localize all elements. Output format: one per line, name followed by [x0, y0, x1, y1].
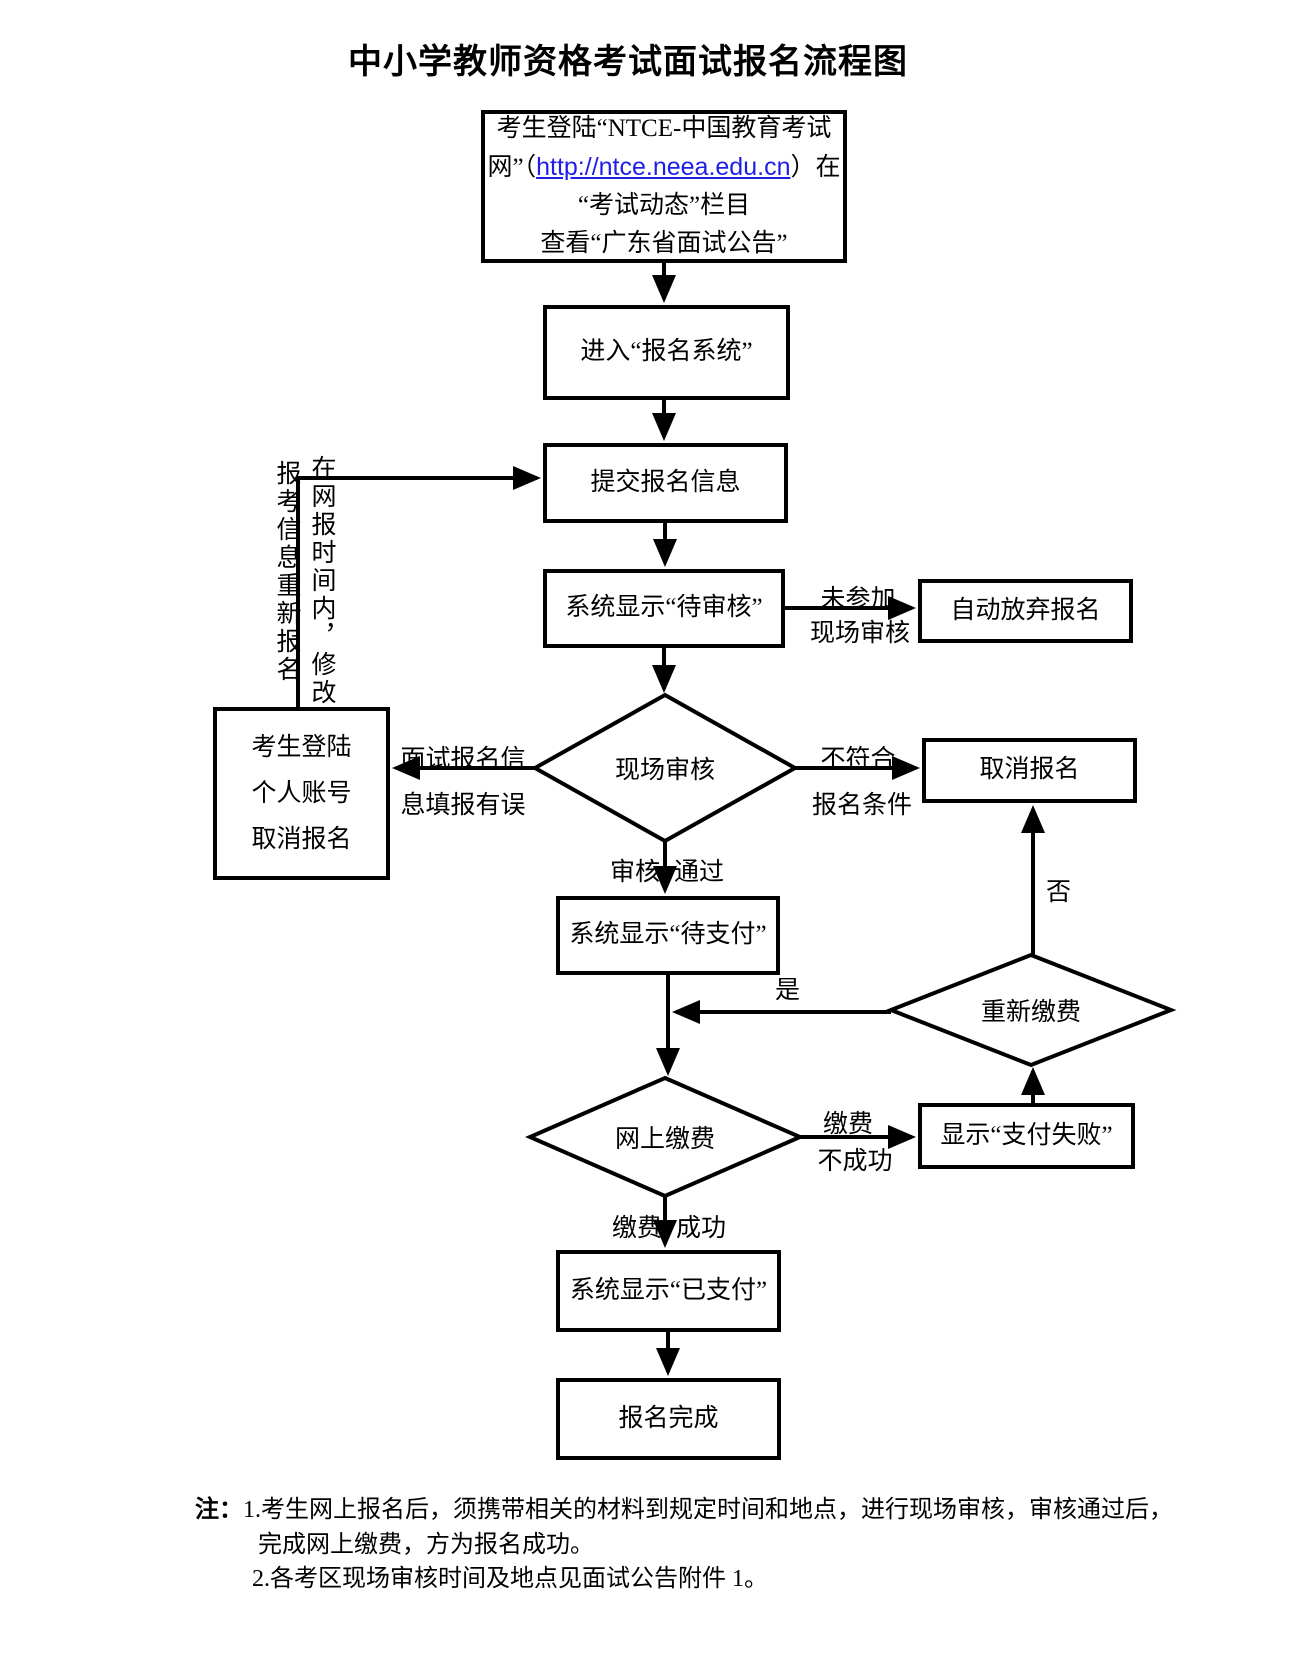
node-submit-info: 提交报名信息 [543, 443, 788, 523]
edge-label-not-qualified-1: 不符合 [820, 746, 896, 773]
onsite-review-label: 现场审核 [614, 757, 715, 784]
edge-label-pay-success-left: 缴费 [611, 1215, 662, 1242]
edge-label-pay-fail-2: 不成功 [817, 1148, 893, 1175]
repay-label: 重新缴费 [980, 999, 1081, 1026]
notes-item1-line1-text: 1.考生网上报名后，须携带相关的材料到规定时间和地点，进行现场审核，审核通过后， [243, 1497, 1173, 1523]
edge-label-info-error-1: 面试报名信 [400, 746, 526, 773]
complete-label: 报名完成 [618, 1404, 719, 1432]
edge-label-not-attended-2: 现场审核 [809, 620, 910, 647]
edge-label-pay-fail-1: 缴费 [822, 1111, 873, 1138]
arrow-reregister-loop [296, 466, 541, 709]
notes-prefix: 注： [195, 1497, 243, 1523]
node-payment-failed: 显示“支付失败” [918, 1103, 1135, 1169]
node-enter-system: 进入“报名系统” [543, 305, 790, 400]
node-pending-payment: 系统显示“待支付” [556, 896, 780, 975]
node-login-portal: 考生登陆“NTCE-中国教育考试 网”（http://ntce.neea.edu… [481, 110, 847, 263]
pending-review-label: 系统显示“待审核” [565, 594, 763, 622]
page-title: 中小学教师资格考试面试报名流程图 [348, 44, 908, 81]
node-paid: 系统显示“已支付” [556, 1250, 781, 1332]
cancel-registration-label: 取消报名 [979, 756, 1080, 784]
ntce-link[interactable]: http://ntce.neea.edu.cn [536, 153, 791, 181]
login-portal-line2-suffix: ）在 [790, 154, 841, 181]
paid-label: 系统显示“已支付” [569, 1276, 768, 1304]
login-portal-line2-prefix: 网”（ [487, 154, 537, 181]
node-cancel-registration: 取消报名 [922, 738, 1137, 803]
edge-label-not-attended-1: 未参加 [820, 586, 896, 613]
loop-label-reregister: 报考信息重新报名 [273, 460, 300, 684]
online-payment-label: 网上缴费 [614, 1126, 715, 1153]
edge-label-review-pass-right: 通过 [674, 859, 725, 886]
edge-label-yes: 是 [775, 977, 801, 1004]
repay-diamond [885, 952, 1177, 1068]
submit-info-label: 提交报名信息 [590, 468, 741, 496]
node-complete: 报名完成 [556, 1378, 781, 1460]
notes-item2: 2.各考区现场审核时间及地点见面试公告附件 1。 [252, 1566, 768, 1592]
login-portal-line2: 网”（http://ntce.neea.edu.cn）在 [488, 148, 841, 187]
node-pending-review: 系统显示“待审核” [543, 569, 785, 648]
pending-payment-label: 系统显示“待支付” [569, 921, 767, 949]
node-auto-abandon: 自动放弃报名 [918, 579, 1133, 643]
notes-item1-line1: 注：1.考生网上报名后，须携带相关的材料到规定时间和地点，进行现场审核，审核通过… [195, 1489, 1173, 1524]
loop-label-modify: 在网报时间内，修改 [308, 455, 335, 707]
edge-label-no: 否 [1046, 879, 1072, 906]
login-portal-line1: 考生登陆“NTCE-中国教育考试 [496, 115, 832, 142]
login-portal-line3: “考试动态”栏目 [577, 192, 751, 219]
edge-label-info-error-2: 息填报有误 [400, 792, 526, 819]
edge-label-review-pass-left: 审核 [609, 859, 660, 886]
cancel-personal-line1: 考生登陆 [251, 733, 352, 761]
notes-item1-line2: 完成网上缴费，方为报名成功。 [258, 1532, 594, 1558]
node-cancel-personal: 考生登陆 个人账号 取消报名 [213, 707, 390, 880]
login-portal-line4: 查看“广东省面试公告” [540, 230, 788, 257]
enter-system-label: 进入“报名系统” [580, 338, 753, 366]
edge-label-pay-success-right: 成功 [676, 1215, 727, 1242]
auto-abandon-label: 自动放弃报名 [950, 596, 1101, 624]
cancel-personal-line2: 个人账号 [251, 779, 352, 807]
edge-label-not-qualified-2: 报名条件 [811, 792, 912, 819]
payment-failed-label: 显示“支付失败” [940, 1121, 1113, 1149]
cancel-personal-line3: 取消报名 [251, 825, 352, 853]
